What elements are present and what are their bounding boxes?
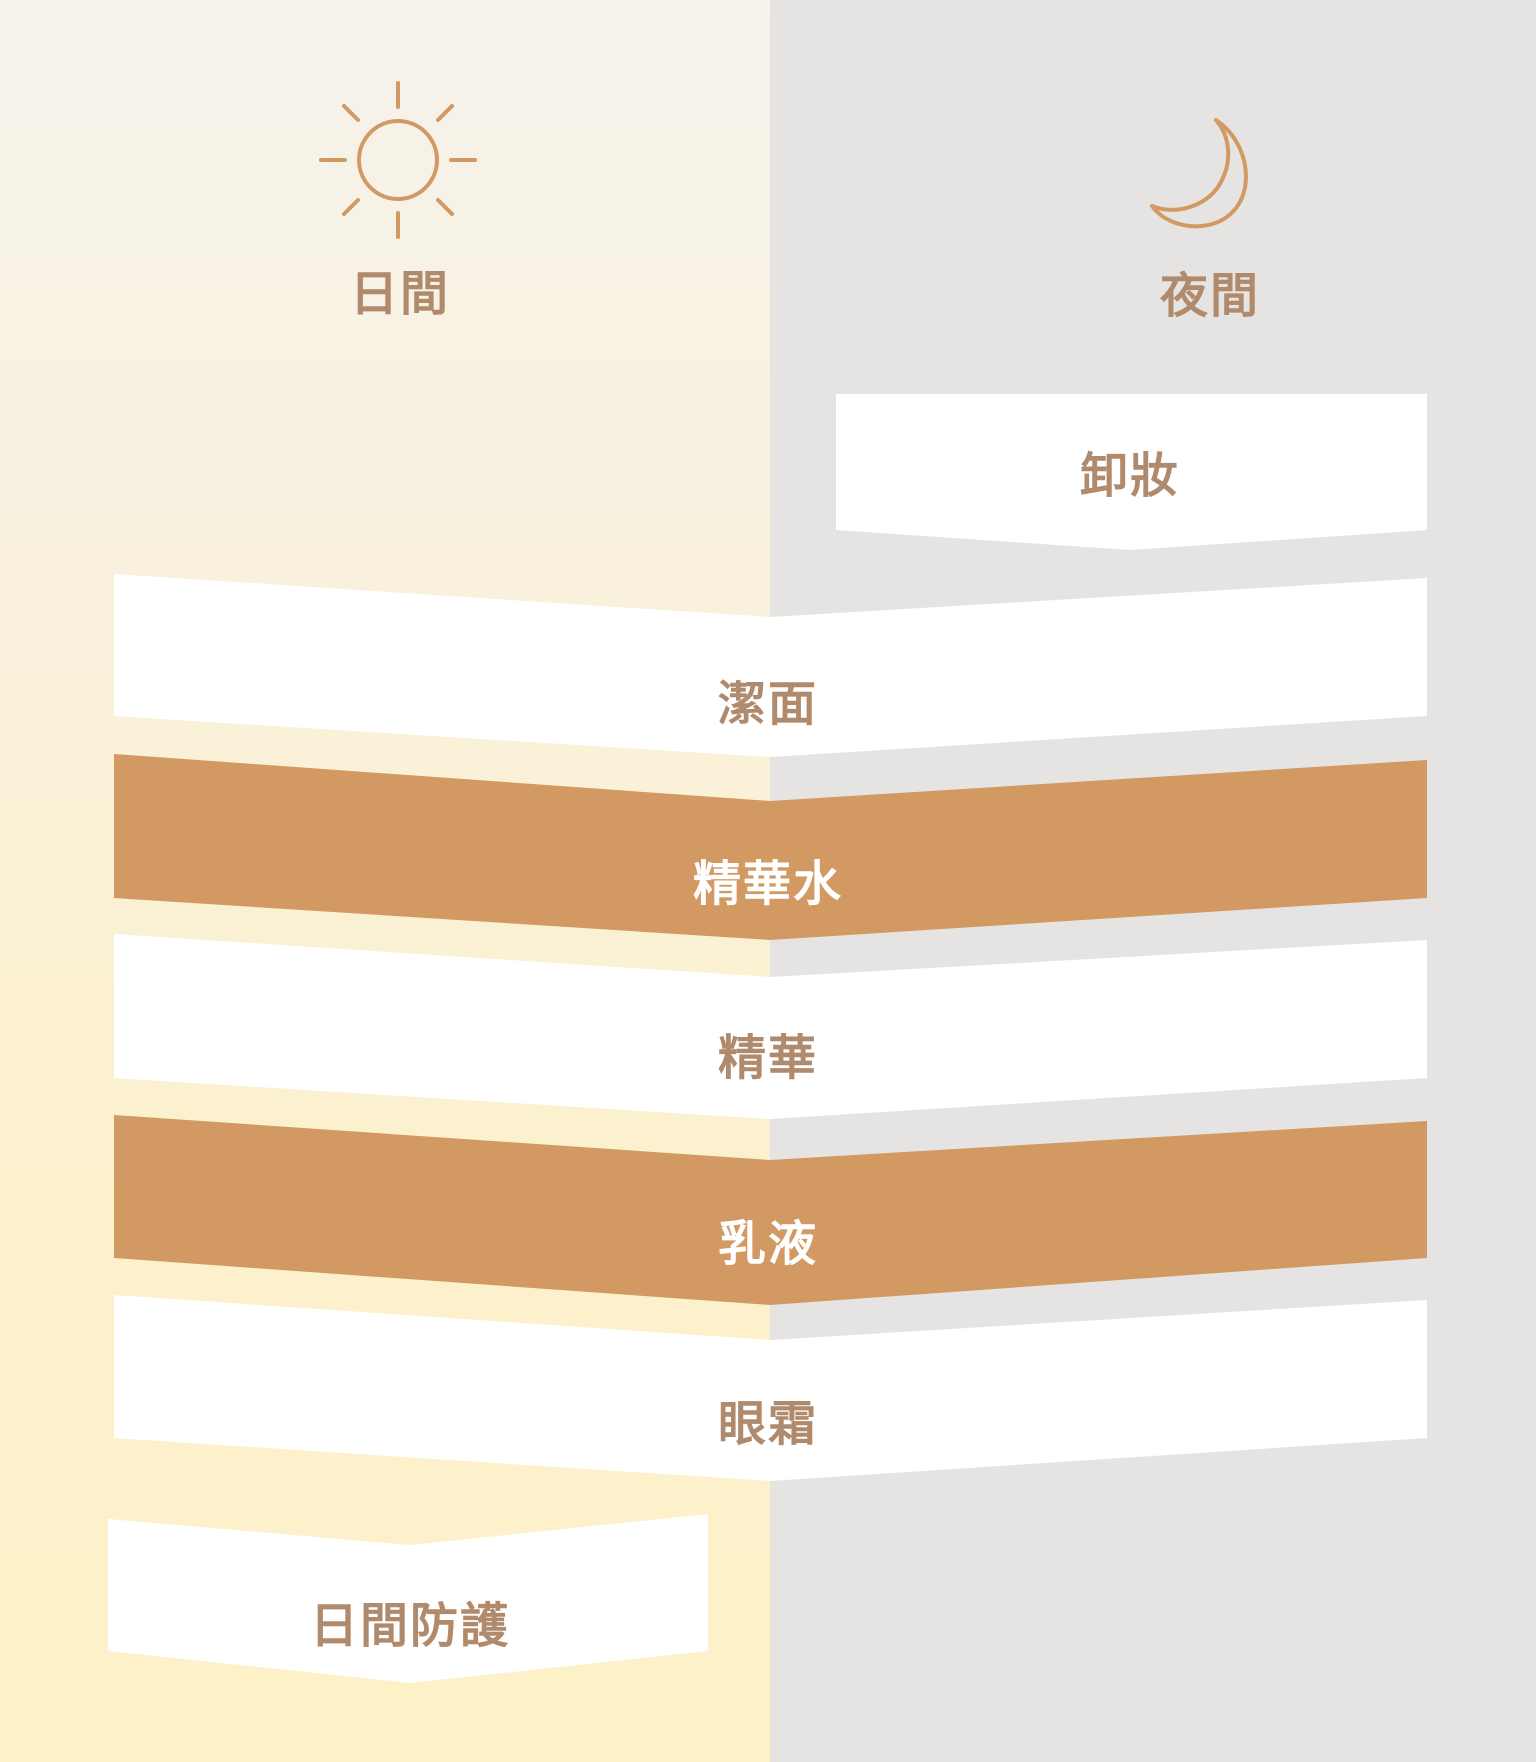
essence-band [114, 934, 1427, 1119]
lotion-band [114, 1115, 1427, 1305]
day-title: 日間 [349, 266, 450, 322]
lotion-label: 乳液 [717, 1216, 818, 1272]
cleanse-label: 潔面 [717, 676, 818, 732]
cleanse-band [114, 574, 1427, 757]
essence-water-band [114, 754, 1427, 940]
day-protection-label: 日間防護 [309, 1598, 510, 1654]
moon-icon [1150, 118, 1248, 229]
essence-label: 精華 [717, 1030, 818, 1086]
essence-water-label: 精華水 [692, 856, 843, 912]
day-protection-band [108, 1514, 708, 1683]
eye-cream-label: 眼霜 [717, 1396, 818, 1452]
remove-makeup-band [836, 394, 1427, 550]
night-title: 夜間 [1159, 268, 1260, 324]
eye-cream-band [114, 1295, 1427, 1481]
remove-makeup-label: 卸妝 [1079, 448, 1180, 504]
sun-icon [319, 81, 477, 239]
